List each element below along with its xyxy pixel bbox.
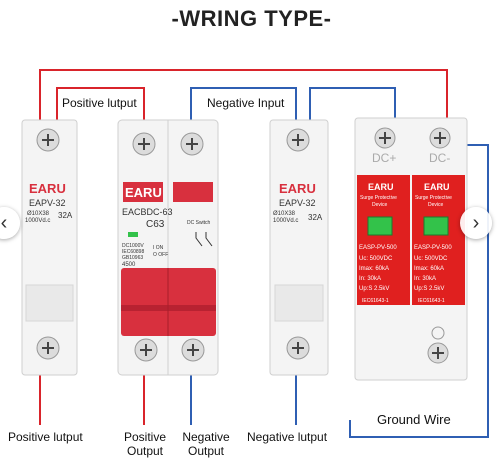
chevron-right-icon: › — [472, 211, 480, 234]
left-brand: EARU — [29, 181, 66, 196]
right-rating: 32A — [308, 213, 323, 222]
right-brand: EARU — [279, 181, 316, 196]
breaker-model: EACBDC-63 — [122, 207, 173, 217]
right-spec2: 1000Vd.c — [273, 218, 298, 224]
spd-imax-right: Imax: 60kA — [414, 266, 444, 272]
spd-uc-left: Uc: 500VDC — [359, 256, 393, 262]
label-positive-output: Positive Output — [120, 430, 170, 458]
positive-wire-top — [39, 69, 448, 143]
left-spec2: 1000Vd.c — [25, 218, 50, 224]
spd-brand-left: EARU — [368, 182, 394, 192]
prev-image-button[interactable]: ‹ — [0, 207, 20, 239]
breaker-switch-label: DC Switch — [187, 220, 211, 226]
label-negative-output: Negative Output — [176, 430, 236, 458]
spd-subtitle2-right: Device — [428, 202, 444, 208]
label-negative-input-bottom: Negative lutput — [247, 430, 328, 444]
spd-subtitle1-left: Surge Protective — [360, 195, 397, 201]
right-spec1: Ø10X38 — [273, 211, 296, 217]
ground-wire — [349, 144, 489, 438]
breaker-line3: GB10963 — [122, 255, 143, 261]
left-spec1: Ø10X38 — [27, 211, 50, 217]
surge-protective-device — [354, 117, 468, 381]
breaker-line1: DC1000V — [122, 243, 144, 249]
spd-imax-left: Imax: 60kA — [359, 266, 389, 272]
right-model: EAPV-32 — [279, 198, 316, 208]
breaker-line2: IEC60898 — [122, 249, 144, 255]
chevron-left-icon: ‹ — [0, 211, 8, 234]
spd-in-right: In: 30kA — [414, 276, 436, 282]
spd-up-right: Up:S 2.5kV — [414, 286, 444, 292]
breaker-brand: EARU — [125, 185, 162, 200]
spd-dc-plus: DC+ — [372, 151, 396, 165]
spd-subtitle1-right: Surge Protective — [415, 195, 452, 201]
spd-cert-right: IEC61643-1 — [418, 298, 445, 304]
label-positive-input-top: Positive lutput — [62, 96, 137, 110]
fuse-holder-left — [21, 119, 78, 376]
left-model: EAPV-32 — [29, 198, 66, 208]
spd-model-left: EASP-PV-500 — [359, 245, 397, 251]
dc-breaker — [117, 119, 219, 376]
spd-brand-right: EARU — [424, 182, 450, 192]
page-title: -WRING TYPE- — [171, 6, 332, 31]
spd-in-left: In: 30kA — [359, 276, 381, 282]
breaker-on: I ON — [153, 245, 164, 251]
next-image-button[interactable]: › — [460, 207, 492, 239]
spd-subtitle2-left: Device — [372, 202, 388, 208]
label-ground-wire: Ground Wire — [377, 412, 451, 427]
label-negative-input-top: Negative Input — [207, 96, 285, 110]
breaker-rating: C63 — [146, 219, 165, 230]
spd-up-left: Up:S 2.5kV — [359, 286, 389, 292]
negative-wire-top-2 — [309, 87, 396, 143]
fuse-holder-right — [269, 119, 329, 376]
breaker-capacity: 4500 — [122, 262, 136, 268]
positive-wire-top-2 — [56, 87, 145, 143]
left-rating: 32A — [58, 211, 73, 220]
negative-wire-top — [190, 87, 297, 143]
breaker-off: O OFF — [153, 252, 168, 258]
spd-dc-minus: DC- — [429, 151, 450, 165]
spd-uc-right: Uc: 500VDC — [414, 256, 448, 262]
label-positive-input-bottom: Positive lutput — [8, 430, 83, 444]
spd-model-right: EASP-PV-500 — [414, 245, 452, 251]
spd-cert-left: IEC61643-1 — [362, 298, 389, 304]
